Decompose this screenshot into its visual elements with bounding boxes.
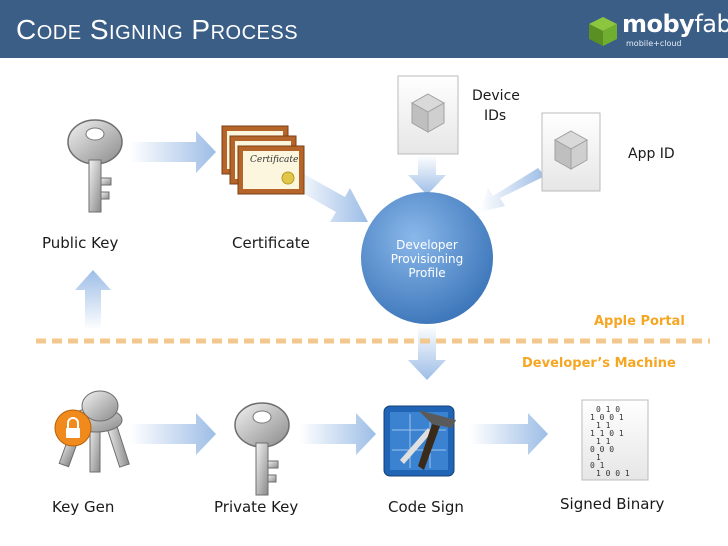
arrow-code-sign-to-signed-binary	[470, 413, 548, 455]
company-logo: mobyfab mobile+cloud	[586, 10, 728, 48]
binary-digit-row: 1 0 0 1	[590, 413, 624, 422]
device-ids-document-icon	[397, 75, 459, 155]
header-bar: Code Signing Process mobyfab mobile+clou…	[0, 0, 728, 58]
signed-binary-label: Signed Binary	[560, 495, 665, 513]
provisioning-profile-label: Developer Provisioning Profile	[390, 238, 464, 280]
diagram-graphics: Certificate	[36, 75, 710, 496]
xcode-icon	[383, 405, 456, 477]
key-gen-label: Key Gen	[52, 498, 115, 516]
public-key-label: Public Key	[42, 234, 119, 252]
keychain-icon	[54, 390, 130, 473]
arrow-public-key-to-certificate	[130, 131, 216, 173]
app-id-document-icon	[541, 112, 601, 192]
certificate-icon: Certificate	[221, 125, 305, 195]
signed-binary-document-icon: 0 1 01 0 0 11 11 1 0 11 10 0 010 11 0 0 …	[581, 399, 649, 481]
device-ids-label-line1: Device	[472, 88, 520, 104]
arrow-profile-to-code-sign	[408, 325, 446, 380]
arrow-private-key-to-code-sign	[300, 413, 376, 455]
device-ids-label-line2: IDs	[484, 108, 507, 124]
certificate-label: Certificate	[232, 234, 310, 252]
binary-digit-row: 1	[596, 453, 601, 462]
arrow-certificate-to-profile	[292, 172, 368, 222]
private-key-label: Private Key	[214, 498, 299, 516]
certificate-script-title: Certificate	[250, 155, 298, 165]
binary-digit-row: 1 1	[596, 437, 611, 446]
binary-digit-row: 0 0 0	[590, 445, 614, 454]
binary-digit-row: 1 1 0 1	[590, 429, 624, 438]
arrow-app-id-to-profile	[480, 168, 545, 212]
app-id-label: App ID	[628, 146, 675, 162]
page-title: Code Signing Process	[16, 14, 299, 45]
apple-portal-label: Apple Portal	[594, 314, 685, 329]
arrow-key-gen-to-public-key	[75, 270, 111, 330]
arrow-device-ids-to-profile	[408, 155, 446, 195]
diagram-canvas: Certificate	[0, 58, 728, 546]
binary-digit-row: 1 1	[596, 421, 611, 430]
logo-tagline: mobile+cloud	[626, 39, 682, 48]
logo-cube-icon	[589, 17, 617, 46]
logo-wordmark: mobyfab	[622, 10, 728, 38]
code-sign-label: Code Sign	[388, 498, 464, 516]
arrow-key-gen-to-private-key	[130, 413, 216, 455]
provisioning-profile-circle	[361, 192, 493, 324]
private-key-icon	[234, 402, 290, 496]
developers-machine-label: Developer’s Machine	[522, 356, 676, 371]
binary-digit-row: 1 0 0 1	[596, 469, 630, 478]
binary-digit-row: 0 1 0	[596, 405, 620, 414]
binary-digit-row: 0 1	[590, 461, 605, 470]
public-key-icon	[67, 119, 123, 213]
